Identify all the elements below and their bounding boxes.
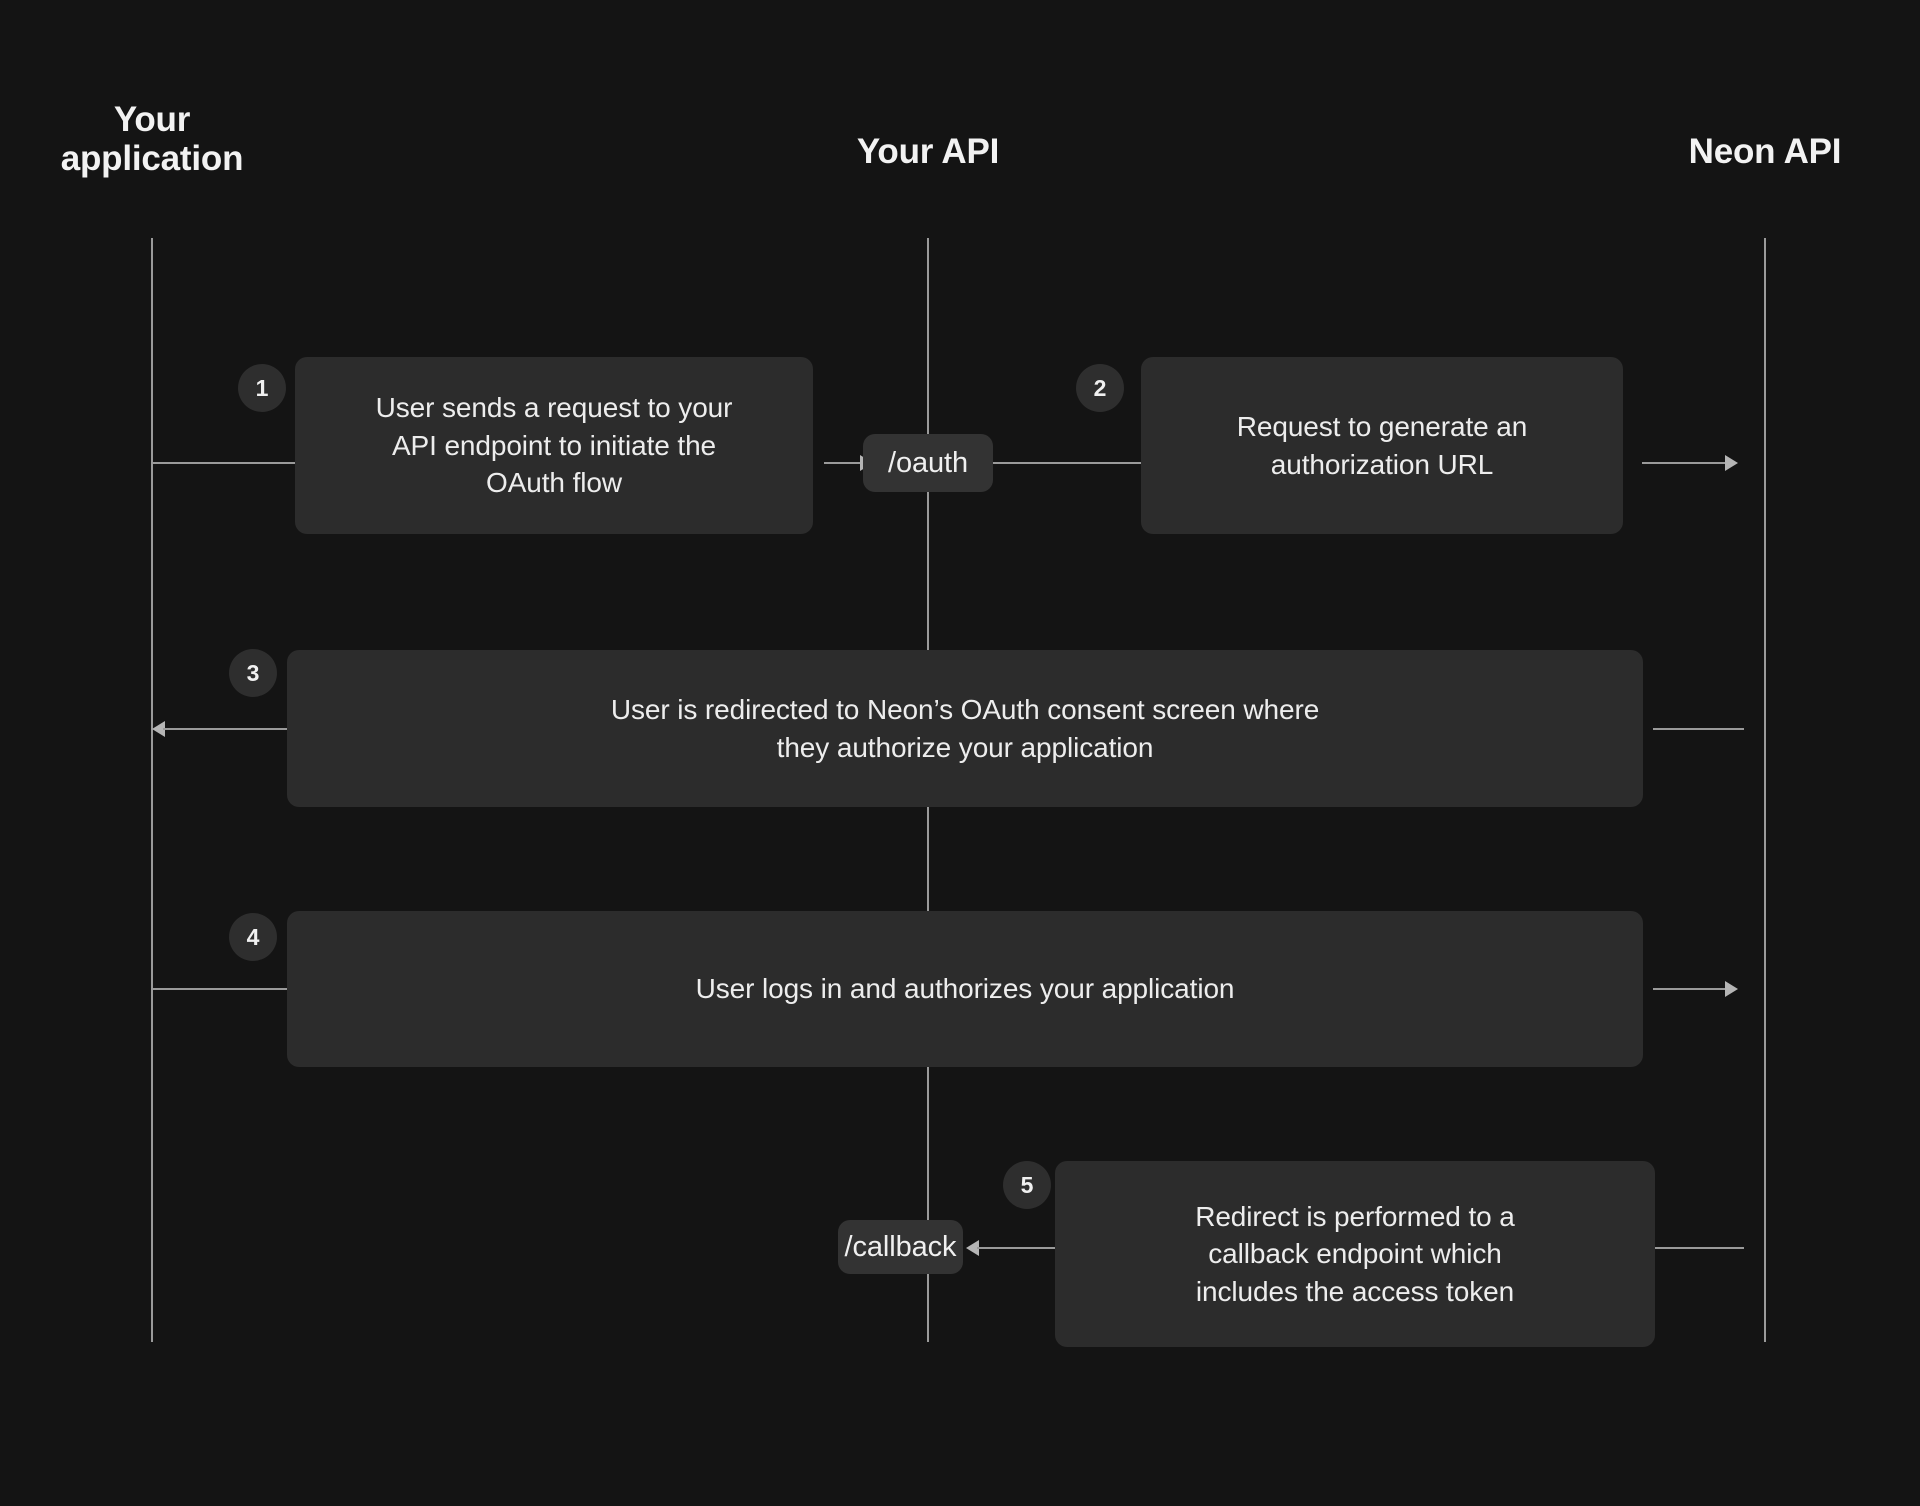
message-text-step-2: Request to generate an authorization URL — [1236, 410, 1528, 480]
arrowhead-step-2-right — [1725, 455, 1738, 471]
connector-step-1-start — [151, 462, 296, 464]
message-text-step-3: User is redirected to Neon’s OAuth conse… — [610, 693, 1320, 763]
arrowhead-step-3-left — [152, 721, 165, 737]
connector-step-3-start — [1653, 728, 1744, 730]
message-box-step-2: Request to generate an authorization URL — [1141, 357, 1623, 534]
message-text-step-5: Redirect is performed to a callback endp… — [1195, 1200, 1515, 1307]
endpoint-pill-oauth[interactable]: /oauth — [863, 434, 993, 492]
connector-step-1-to-oauth — [824, 462, 864, 464]
message-box-step-5: Redirect is performed to a callback endp… — [1055, 1161, 1655, 1347]
connector-step-4-end — [1653, 988, 1727, 990]
step-badge-4: 4 — [229, 913, 277, 961]
connector-step-5-end — [977, 1247, 1055, 1249]
connector-step-5-start — [1655, 1247, 1744, 1249]
connector-step-2-start — [993, 462, 1141, 464]
arrowhead-step-5-left — [966, 1240, 979, 1256]
connector-step-2-end — [1642, 462, 1727, 464]
lifeline-label-neon-api: Neon API — [1688, 132, 1842, 171]
message-box-step-1: User sends a request to your API endpoin… — [295, 357, 813, 534]
endpoint-pill-callback[interactable]: /callback — [838, 1220, 963, 1274]
arrowhead-step-4-right — [1725, 981, 1738, 997]
step-badge-5: 5 — [1003, 1161, 1051, 1209]
message-box-step-3: User is redirected to Neon’s OAuth conse… — [287, 650, 1643, 807]
step-badge-1: 1 — [238, 364, 286, 412]
message-text-step-4: User logs in and authorizes your applica… — [695, 973, 1235, 1005]
message-box-step-4: User logs in and authorizes your applica… — [287, 911, 1643, 1067]
lifeline-label-your-api: Your API — [856, 132, 1000, 171]
lifeline-label-your-application: Your application — [60, 100, 244, 179]
step-badge-3: 3 — [229, 649, 277, 697]
connector-step-3-end — [163, 728, 287, 730]
connector-step-4-start — [151, 988, 287, 990]
message-text-step-1: User sends a request to your API endpoin… — [375, 392, 733, 499]
step-badge-2: 2 — [1076, 364, 1124, 412]
lifeline-neon-api — [1764, 238, 1766, 1342]
lifeline-your-application — [151, 238, 153, 1342]
